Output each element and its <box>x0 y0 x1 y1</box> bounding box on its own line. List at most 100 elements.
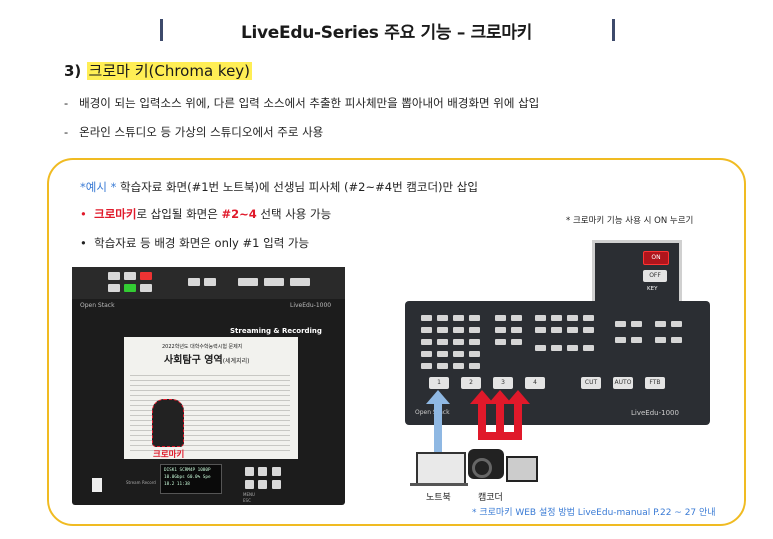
example-line-2-mid: 로 삽입될 화면은 <box>136 207 222 221</box>
auto-button: AUTO <box>613 377 633 389</box>
laptop-label: 노트북 <box>426 493 451 503</box>
panel-key <box>511 327 522 333</box>
example-line-2: • 크로마키로 삽입될 화면은 #2~4 선택 사용 가능 <box>80 207 332 221</box>
on-instruction: * 크로마키 기능 사용 시 ON 누르기 <box>566 216 694 226</box>
lcd-line: DISK1 SCRM4P 1080P <box>164 468 211 473</box>
nav-button <box>245 467 254 476</box>
on-button: ON <box>643 251 669 265</box>
camcorder-lens <box>472 458 492 478</box>
panel-key <box>631 337 642 343</box>
panel-key <box>511 315 522 321</box>
device-button <box>238 278 258 286</box>
panel-key <box>469 315 480 321</box>
device-button <box>264 278 284 286</box>
panel-key <box>583 345 594 351</box>
panel-key <box>511 339 522 345</box>
camcorder-label: 캠코더 <box>478 493 503 503</box>
panel-key <box>551 315 562 321</box>
device-model: LiveEdu-1000 <box>290 302 332 309</box>
bullet-1: - 배경이 되는 입력소스 위에, 다른 입력 소스에서 추출한 피사체만을 뽑… <box>64 96 540 110</box>
panel-key <box>655 321 666 327</box>
footnote: * 크로마키 WEB 설정 방법 LiveEdu-manual P.22 ~ 2… <box>472 508 716 518</box>
page-title: LiveEdu-Series 주요 기능 – 크로마키 <box>240 23 533 43</box>
panel-key <box>583 327 594 333</box>
panel-key <box>437 339 448 345</box>
panel-key <box>495 327 506 333</box>
panel-key <box>535 315 546 321</box>
record-label: Record <box>142 480 156 485</box>
device-button <box>108 272 120 280</box>
panel-key <box>655 337 666 343</box>
bullet-2: - 온라인 스튜디오 등 가상의 스튜디오에서 주로 사용 <box>64 125 324 139</box>
nav-button <box>245 480 254 489</box>
nav-button <box>272 467 281 476</box>
red-up-arrows-icon <box>470 390 530 440</box>
bullet-1-text: 배경이 되는 입력소스 위에, 다른 입력 소스에서 추출한 피사체만을 뽑아내… <box>79 96 540 110</box>
input-button-4: 4 <box>525 377 545 389</box>
doc-subtitle: (세계지리) <box>222 358 250 365</box>
esc-label: ESC <box>243 498 251 503</box>
camcorder-screen <box>506 456 538 482</box>
example-line-3-text: 학습자료 등 배경 화면은 only #1 입력 가능 <box>94 236 310 250</box>
example-line-3: • 학습자료 등 배경 화면은 only #1 입력 가능 <box>80 236 310 250</box>
panel-key <box>583 315 594 321</box>
device-screen: 2022학년도 대학수학능력시험 문제지 사회탐구 영역(세계지리) <box>124 337 298 459</box>
example-prefix: *예시 * <box>80 180 117 194</box>
device-button <box>290 278 310 286</box>
device-button <box>108 284 120 292</box>
title-bar-right <box>612 19 615 41</box>
device-button <box>140 272 152 280</box>
input-arrows <box>426 390 530 452</box>
panel-key <box>421 327 432 333</box>
panel-key <box>615 337 626 343</box>
panel-key <box>469 339 480 345</box>
panel-key <box>437 315 448 321</box>
panel-model: LiveEdu-1000 <box>631 409 679 417</box>
panel-key <box>671 337 682 343</box>
device-button <box>124 284 136 292</box>
panel-key <box>453 339 464 345</box>
panel-key <box>421 363 432 369</box>
panel-key <box>535 327 546 333</box>
panel-key <box>437 327 448 333</box>
panel-key <box>551 345 562 351</box>
panel-key <box>453 315 464 321</box>
device-brand: Open Stack <box>80 302 115 309</box>
panel-key <box>453 363 464 369</box>
panel-brand: Open Stack <box>415 409 450 416</box>
section-title: 크로마 키(Chroma key) <box>86 62 253 80</box>
menu-label: MENU <box>243 492 255 497</box>
laptop-icon <box>416 452 466 486</box>
panel-key <box>469 351 480 357</box>
title-bar-left <box>160 19 163 41</box>
panel-key <box>453 351 464 357</box>
panel-key <box>421 339 432 345</box>
panel-key <box>615 321 626 327</box>
input-button-1: 1 <box>429 377 449 389</box>
panel-key <box>567 345 578 351</box>
control-panel-image: 1 2 3 4 CUT AUTO FTB Open Stack LiveEdu-… <box>405 301 710 425</box>
panel-key <box>567 327 578 333</box>
device-button <box>124 272 136 280</box>
nav-button <box>272 480 281 489</box>
input-range-highlight: #2~4 <box>221 207 257 221</box>
panel-key <box>421 351 432 357</box>
stream-label: Stream <box>126 480 141 485</box>
nav-button <box>258 480 267 489</box>
panel-key <box>437 351 448 357</box>
section-heading: 3) 크로마 키(Chroma key) <box>64 60 253 81</box>
input-button-2: 2 <box>461 377 481 389</box>
device-button <box>188 278 200 286</box>
example-line-2-end: 선택 사용 가능 <box>256 207 332 221</box>
panel-key <box>535 345 546 351</box>
doc-header: 2022학년도 대학수학능력시험 문제지 <box>162 344 243 350</box>
laptop-base <box>410 483 468 486</box>
panel-key <box>495 315 506 321</box>
input-button-3: 3 <box>493 377 513 389</box>
device-button <box>140 284 152 292</box>
section-number: 3) <box>64 62 82 80</box>
panel-key <box>551 327 562 333</box>
doc-title: 사회탐구 영역(세계지리) <box>164 351 249 366</box>
lcd-line: 18.2 11:38 <box>164 482 190 487</box>
panel-key <box>469 363 480 369</box>
